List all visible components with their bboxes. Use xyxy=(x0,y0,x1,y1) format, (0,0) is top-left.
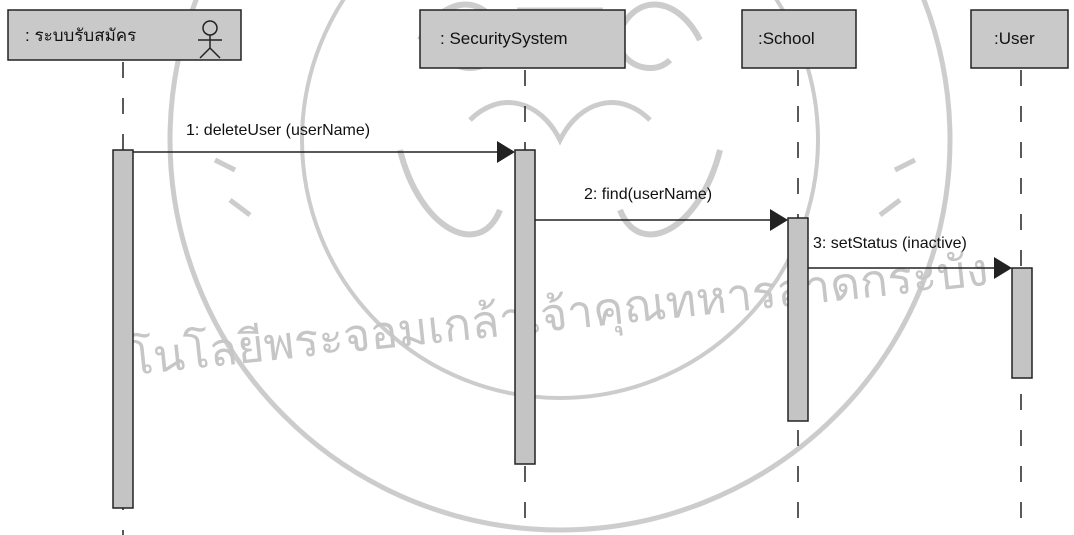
activation-bar-p4 xyxy=(1011,267,1033,379)
participant-label: :User xyxy=(994,29,1035,48)
activation-bar-p3 xyxy=(787,217,809,422)
message-label: 3: setStatus (inactive) xyxy=(813,235,967,252)
message-2: 2: find(userName) xyxy=(535,186,788,231)
participant-label: : ระบบรับสมัคร xyxy=(25,26,136,45)
participant-label: : SecuritySystem xyxy=(440,29,568,48)
message-label: 2: find(userName) xyxy=(584,186,712,203)
university-seal-icon: โนโลยีพระจอมเกล้าเจ้าคุณทหารลาดกระบัง xyxy=(126,0,991,533)
activation-bar-p2 xyxy=(514,149,536,465)
message-label: 1: deleteUser (userName) xyxy=(186,122,370,139)
actor-stick-figure-icon xyxy=(198,20,222,59)
arrowhead-icon xyxy=(770,209,788,231)
participant-p2: : SecuritySystem xyxy=(419,9,626,69)
participant-p4: :User xyxy=(970,9,1069,69)
participant-p1: : ระบบรับสมัคร xyxy=(7,9,242,61)
message-1: 1: deleteUser (userName) xyxy=(133,122,515,163)
watermark-text: โนโลยีพระจอมเกล้าเจ้าคุณทหารลาดกระบัง xyxy=(126,242,991,388)
arrowhead-icon xyxy=(497,141,515,163)
activation-bar-p1 xyxy=(112,149,134,509)
participant-label: :School xyxy=(758,29,815,48)
arrowhead-icon xyxy=(994,257,1012,279)
message-3: 3: setStatus (inactive) xyxy=(808,235,1012,279)
participant-p3: :School xyxy=(741,9,857,69)
